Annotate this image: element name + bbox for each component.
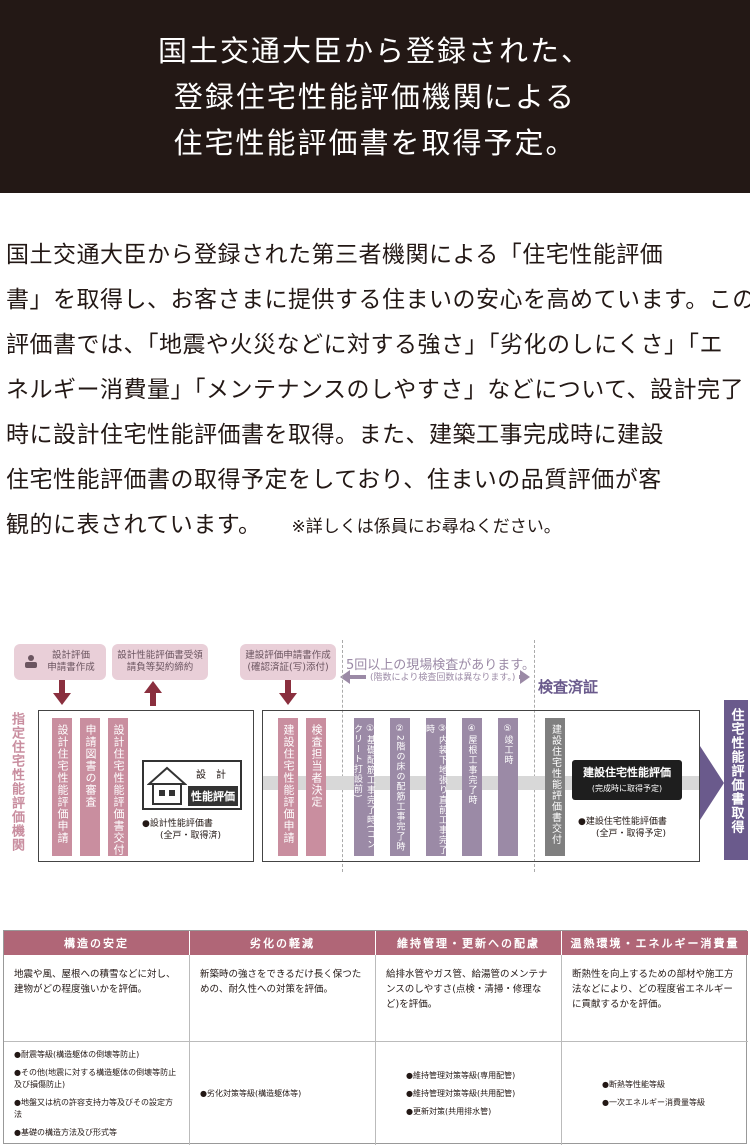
inspection-5: ⑤竣工時 — [498, 718, 518, 856]
list-item: ●基礎の構造方法及び形式等 — [14, 1127, 117, 1137]
table-header: 維持管理・更新への配慮 — [376, 931, 562, 955]
intro-line: 観的に表されています。 ※詳しくは係員にお尋ねください。 — [6, 503, 748, 550]
list-item: ●耐震等級(構造躯体の倒壊等防止) — [14, 1049, 140, 1059]
intro-line: ネルギー消費量」「メンテナンスのしやすさ」などについて、設計完了 — [6, 377, 744, 403]
table-items: ●劣化対策等級(構造躯体等) — [190, 1041, 376, 1145]
table-items: ●維持管理対策等級(専用配管) ●維持管理対策等級(共用配管) ●更新対策(共用… — [376, 1041, 562, 1145]
design-caption-sub: (全戸・取得済) — [160, 831, 222, 841]
inspection-note: 5回以上の現場検査があります。 — [346, 658, 535, 673]
table-description: 新築時の強さをできるだけ長く保つための、耐久性への対策を評価。 — [190, 955, 376, 1041]
design-application-box: 設計評価 申請書作成 — [14, 644, 106, 680]
step-inspector-assignment: 検査担当者決定 — [306, 718, 326, 856]
list-item: ●一次エネルギー消費量等級 — [602, 1097, 705, 1107]
step-design-certificate: 設計住宅性能評価書交付 — [108, 718, 128, 856]
list-item: ●更新対策(共用排水管) — [406, 1106, 492, 1116]
intro-line: 評価書では、「地震や火災などに対する強さ」「劣化のしにくさ」「エ — [6, 332, 724, 358]
list-item: ●維持管理対策等級(共用配管) — [406, 1088, 516, 1098]
construction-badge-sub: (完成時に取得予定) — [591, 784, 663, 793]
banner-line-3: 住宅性能評価書を取得予定。 — [173, 125, 577, 160]
step-construction-application: 建設住宅性能評価申請 — [278, 718, 298, 856]
construction-caption: ●建設住宅性能評価書 — [578, 817, 667, 827]
banner-line-1: 国土交通大臣から登録された、 — [157, 33, 592, 68]
design-evaluation-seal: 設 計 性能評価 — [142, 760, 242, 810]
intro-line: 書」を取得し、お客さまに提供する住まいの安心を高めています。この — [6, 287, 750, 313]
arrow-down-icon — [279, 680, 297, 705]
construction-badge-title: 建設住宅性能評価 — [583, 766, 671, 779]
intro-line: 国土交通大臣から登録された第三者機関による「住宅性能評価 — [6, 242, 664, 268]
design-caption: ●設計性能評価書 — [142, 819, 213, 829]
list-item: ●地盤又は杭の許容支持力等及びその設定方法 — [14, 1097, 173, 1119]
banner-line-2: 登録住宅性能評価機関による — [173, 79, 577, 114]
inspected-certificate-label: 検査済証 — [538, 678, 599, 696]
table-description: 地震や風、屋根への積雪などに対し、建物がどの程度強いかを評価。 — [4, 955, 190, 1041]
intro-line: 住宅性能評価書の取得予定をしており、住まいの品質評価が客 — [6, 467, 662, 493]
intro-line-last: 観的に表されています。 — [6, 512, 262, 538]
table-items: ●断熱等性能等級 ●一次エネルギー消費量等級 — [562, 1041, 748, 1145]
inspection-4: ④屋根工事完了時 — [462, 718, 482, 856]
contract-box: 設計性能評価書受領 請負等契約締約 — [112, 644, 208, 680]
header-banner: 国土交通大臣から登録された、 登録住宅性能評価機関による 住宅性能評価書を取得予… — [0, 0, 750, 193]
step-document-review: 申請図書の審査 — [80, 718, 100, 856]
inspection-subnote: (階数により検査回数は異なります。) — [366, 670, 520, 683]
designated-agency-label: 指定住宅性能評価機関 — [9, 712, 24, 852]
table-items: ●耐震等級(構造躯体の倒壊等防止) ●その他(地震に対する構造躯体の倒壊等防止及… — [4, 1041, 190, 1145]
arrow-right-icon — [700, 746, 724, 820]
list-item: ●断熱等性能等級 — [602, 1079, 665, 1089]
evaluation-items-table: 構造の安定 劣化の軽減 維持管理・更新への配慮 温熱環境・エネルギー消費量 地震… — [3, 930, 748, 1145]
seal-top-text: 設 計 — [196, 770, 226, 781]
list-item: ●維持管理対策等級(専用配管) — [406, 1070, 516, 1080]
inspection-2: ②2階の床の配筋工事完了時 — [390, 718, 410, 856]
divider — [534, 640, 535, 872]
house-icon — [147, 766, 187, 805]
construction-caption-sub: (全戸・取得予定) — [596, 829, 667, 839]
list-item: ●その他(地震に対する構造躯体の倒壊等防止及び損傷防止) — [14, 1067, 177, 1089]
table-header: 劣化の軽減 — [190, 931, 376, 955]
construction-application-box: 建設評価申請書作成 (確認済証(写)添付) — [240, 644, 336, 680]
step-design-application: 設計住宅性能評価申請 — [52, 718, 72, 856]
table-header: 温熱環境・エネルギー消費量 — [562, 931, 748, 955]
person-icon — [24, 654, 38, 668]
table-description: 断熱性を向上するための部材や施工方法などにより、どの程度省エネルギーに貢献するか… — [572, 969, 734, 1010]
design-application-text: 設計評価 申請書作成 — [47, 650, 95, 673]
arrow-up-icon — [144, 681, 162, 706]
step-construction-certificate: 建設住宅性能評価書交付 — [545, 718, 565, 856]
list-item: ●劣化対策等級(構造躯体等) — [200, 1088, 302, 1098]
arrow-down-icon — [53, 680, 71, 705]
divider — [342, 640, 343, 872]
construction-evaluation-badge: 建設住宅性能評価 (完成時に取得予定) — [572, 760, 682, 800]
table-description: 給排水管やガス管、給湯管のメンテナンスのしやすさ(点検・清掃・修理など)を評価。 — [376, 955, 562, 1041]
final-certificate-label: 住宅性能評価書取得 — [724, 700, 748, 860]
table-header: 構造の安定 — [4, 931, 190, 955]
intro-paragraph: 国土交通大臣から登録された第三者機関による「住宅性能評価 書」を取得し、お客さま… — [6, 233, 750, 550]
construction-evaluation-group — [262, 710, 700, 862]
inspection-1: ①基礎配筋工事完了時(コンクリート打設前) — [352, 718, 375, 856]
inquiry-note: ※詳しくは係員にお尋ねください。 — [291, 517, 561, 537]
inspection-3: ③内装下地張り直前工事完了時 — [424, 718, 447, 856]
intro-line: 時に設計住宅性能評価書を取得。また、建築工事完成時に建設 — [6, 422, 664, 448]
evaluation-flow-diagram: 指定住宅性能評価機関 設計評価 申請書作成 設計性能評価書受領 請負等契約締約 … — [0, 640, 750, 872]
seal-bottom-text: 性能評価 — [188, 786, 238, 806]
